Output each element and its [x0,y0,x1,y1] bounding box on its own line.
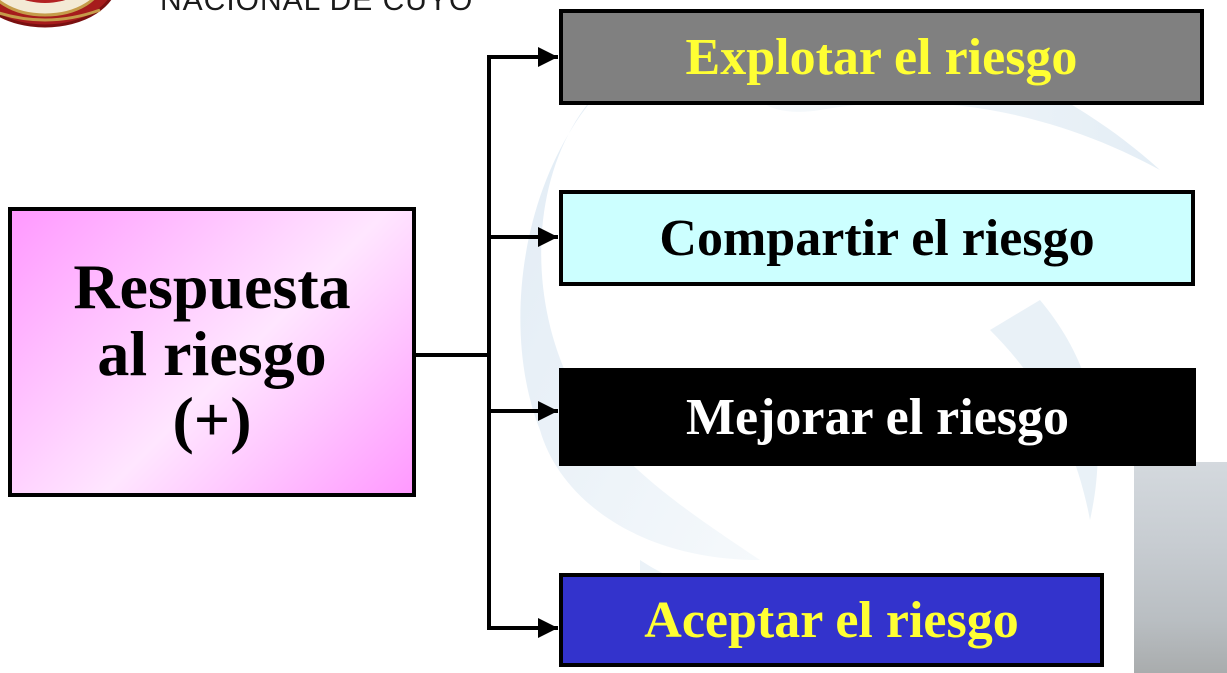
risk-response-root-box: Respuesta al riesgo (+) [8,207,416,497]
option-accept-risk: Aceptar el riesgo [559,573,1104,667]
university-seal-icon [0,0,112,28]
root-line-1: Respuesta [73,251,351,323]
option-exploit-risk: Explotar el riesgo [559,9,1204,105]
photo-thumbnail-icon [1134,462,1227,673]
option-share-risk: Compartir el riesgo [559,190,1195,286]
option-enhance-risk: Mejorar el riesgo [559,368,1196,466]
root-line-3: (+) [172,384,252,456]
institution-name: NACIONAL DE CUYO [160,0,474,17]
root-line-2: al riesgo [97,317,327,389]
